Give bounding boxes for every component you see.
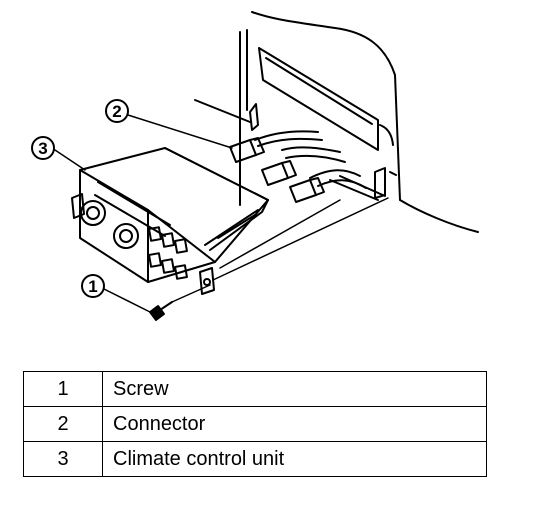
screw	[149, 301, 173, 321]
callout-3: 3	[31, 136, 55, 160]
legend-number: 2	[23, 406, 103, 442]
connector-b	[261, 160, 297, 186]
svg-text:3: 3	[38, 139, 47, 158]
legend-row: 1 Screw	[23, 371, 487, 407]
legend-description: Climate control unit	[102, 441, 487, 477]
wiring-harness	[194, 99, 386, 201]
dashboard-housing	[239, 11, 479, 233]
leader-lines	[54, 114, 389, 313]
connector-c	[289, 177, 325, 203]
legend-number: 1	[23, 371, 103, 407]
callout-2: 2	[105, 99, 129, 123]
svg-text:1: 1	[88, 277, 97, 296]
parts-legend-table: 1 Screw 2 Connector 3 Climate control un…	[23, 371, 487, 477]
legend-row: 3 Climate control unit	[23, 441, 487, 477]
installation-diagram: 2 3 1	[31, 11, 479, 321]
climate-control-unit	[71, 147, 269, 295]
callout-1: 1	[81, 274, 105, 298]
connector-a	[229, 137, 265, 163]
legend-number: 3	[23, 441, 103, 477]
legend-description: Connector	[102, 406, 487, 442]
legend-row: 2 Connector	[23, 406, 487, 442]
legend-description: Screw	[102, 371, 487, 407]
svg-text:2: 2	[112, 102, 121, 121]
